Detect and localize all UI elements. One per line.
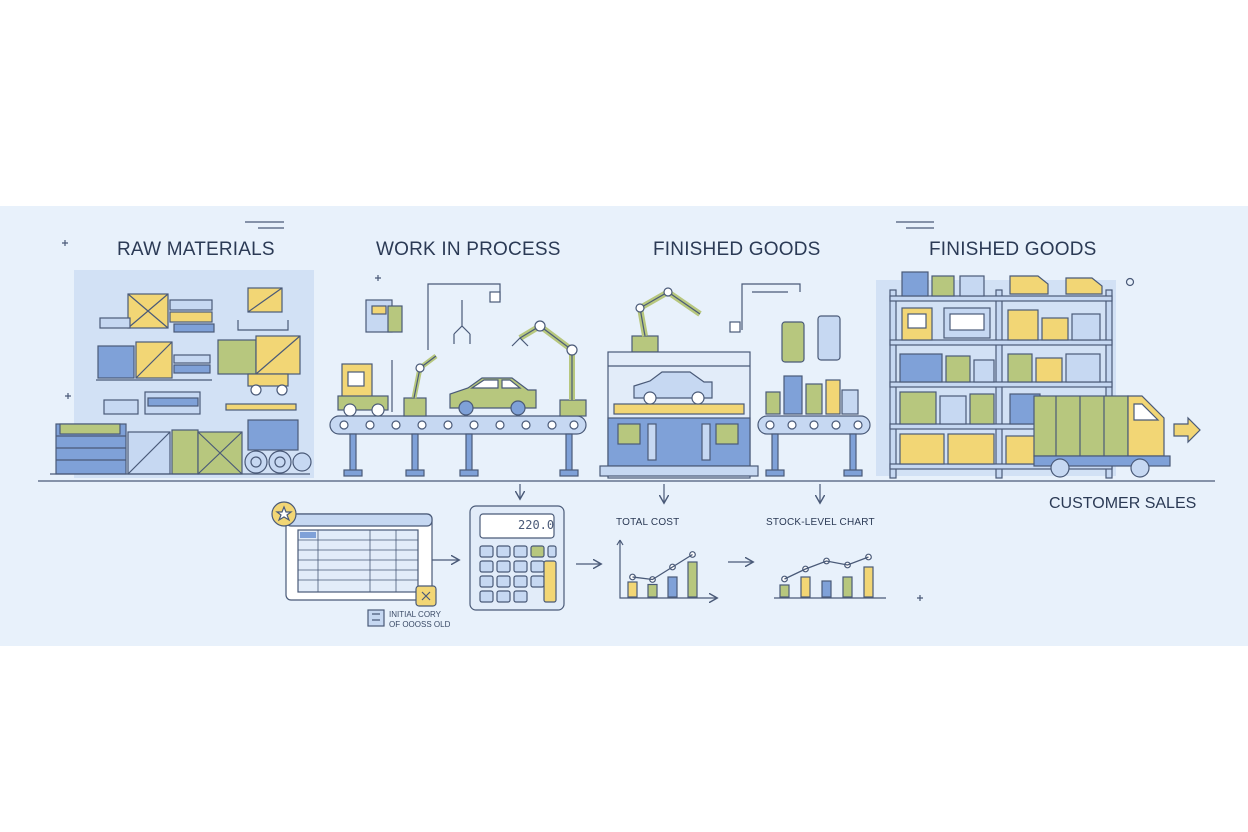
chart-bar xyxy=(667,576,678,598)
shelving-unit xyxy=(889,289,1113,479)
chart-bar xyxy=(800,576,811,598)
stage-title-work-in-process: WORK IN PROCESS xyxy=(376,239,561,260)
phone xyxy=(781,321,805,363)
warehouse-illustration xyxy=(876,271,1201,479)
car-in-production xyxy=(449,377,537,416)
robot-arm xyxy=(631,287,702,353)
trend-line xyxy=(632,553,693,581)
calculator xyxy=(469,505,565,611)
book-icon xyxy=(367,609,385,627)
work-in-process-illustration xyxy=(329,283,587,477)
coil xyxy=(244,450,268,474)
coil xyxy=(268,450,292,474)
van xyxy=(1009,275,1049,295)
customer-sales-label: CUSTOMER SALES xyxy=(1049,495,1197,512)
trend-line xyxy=(784,556,869,580)
chart-bar xyxy=(863,566,874,598)
pallet-stack xyxy=(217,339,257,375)
stock-level-chart xyxy=(774,553,886,599)
conveyor-belt xyxy=(329,415,587,435)
cogs-caption-line-2: OF OOOSS OLD xyxy=(389,620,451,629)
spreadsheet-window xyxy=(271,501,437,627)
chart-bar xyxy=(842,576,853,598)
stage-title-raw-materials: RAW MATERIALS xyxy=(117,239,275,260)
chart-bar xyxy=(627,581,638,598)
chart-bar xyxy=(779,584,790,598)
stage-title-finished-goods-2: FINISHED GOODS xyxy=(929,239,1097,260)
finished-goods-assembly-illustration xyxy=(599,283,871,479)
flow-arrows xyxy=(432,484,820,564)
cogs-caption-line-1: INITIAL CORY xyxy=(389,610,442,619)
total-cost-chart xyxy=(616,539,716,598)
chart-bar xyxy=(647,583,658,598)
outbound-arrow-icon xyxy=(1173,416,1201,444)
robot-arm xyxy=(511,320,587,417)
calculator-display: 220.0 xyxy=(518,518,555,532)
stage-title-finished-goods-1: FINISHED GOODS xyxy=(653,239,821,260)
total-cost-label: TOTAL COST xyxy=(616,517,680,528)
chart-bar xyxy=(821,580,832,598)
coil xyxy=(292,452,312,472)
raw-materials-illustration xyxy=(50,270,314,478)
stock-level-chart-label: STOCK-LEVEL CHART xyxy=(766,517,875,528)
crate xyxy=(97,345,135,379)
van xyxy=(1065,277,1103,295)
car-in-cabinet xyxy=(633,371,713,405)
robot-arm xyxy=(403,354,438,417)
delivery-truck xyxy=(1033,395,1171,478)
chart-bar xyxy=(687,561,698,598)
phone xyxy=(817,315,841,361)
decorative-marks xyxy=(62,221,1135,601)
